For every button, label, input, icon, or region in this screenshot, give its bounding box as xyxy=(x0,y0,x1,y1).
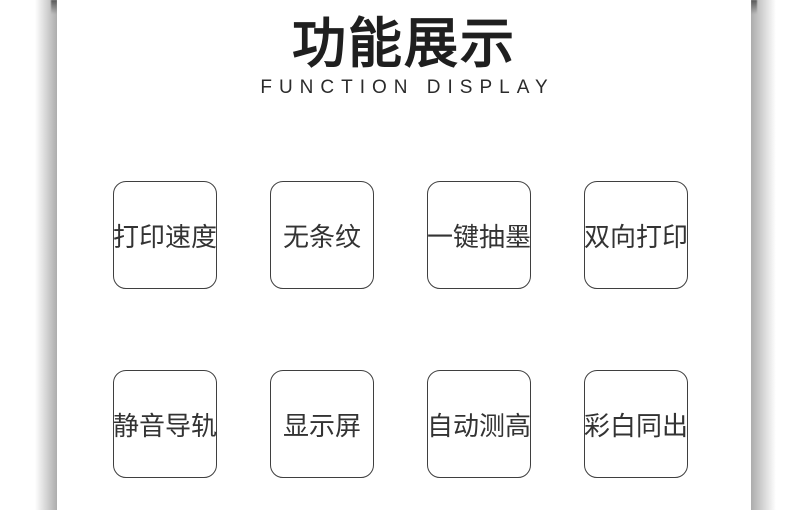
feature-label: 彩白同出 xyxy=(584,410,689,441)
header: 功能展示 FUNCTION DISPLAY xyxy=(57,0,751,98)
feature-box-auto-height: 自动测高 xyxy=(427,370,531,478)
feature-label: 静音导轨 xyxy=(113,410,218,441)
feature-label: 显示屏 xyxy=(282,410,361,441)
page-subtitle: FUNCTION DISPLAY xyxy=(260,77,555,98)
feature-box-print-speed: 打印速度 xyxy=(113,181,217,289)
feature-grid: 打印速度 无条纹 一键抽墨 双向打印 静音导轨 显示屏 xyxy=(113,181,688,478)
top-left-corner-smudge xyxy=(51,0,57,14)
feature-box-no-stripes: 无条纹 xyxy=(270,181,374,289)
feature-label: 双向打印 xyxy=(584,221,689,252)
feature-box-display-screen: 显示屏 xyxy=(270,370,374,478)
top-right-corner-smudge xyxy=(751,0,757,14)
feature-label: 自动测高 xyxy=(427,410,532,441)
feature-row-1: 打印速度 无条纹 一键抽墨 双向打印 xyxy=(113,181,688,289)
right-edge-shadow xyxy=(751,0,776,510)
left-edge-shadow xyxy=(35,0,57,510)
feature-box-color-white-together: 彩白同出 xyxy=(584,370,688,478)
feature-label: 一键抽墨 xyxy=(427,221,532,252)
feature-label: 无条纹 xyxy=(282,221,361,252)
page-sheet: 功能展示 FUNCTION DISPLAY 打印速度 无条纹 一键抽墨 双向打印 xyxy=(57,0,751,510)
feature-box-silent-rail: 静音导轨 xyxy=(113,370,217,478)
feature-label: 打印速度 xyxy=(113,221,218,252)
feature-row-2: 静音导轨 显示屏 自动测高 彩白同出 xyxy=(113,370,688,478)
page-title: 功能展示 xyxy=(292,14,516,74)
feature-box-bidirectional-print: 双向打印 xyxy=(584,181,688,289)
feature-box-one-key-ink: 一键抽墨 xyxy=(427,181,531,289)
